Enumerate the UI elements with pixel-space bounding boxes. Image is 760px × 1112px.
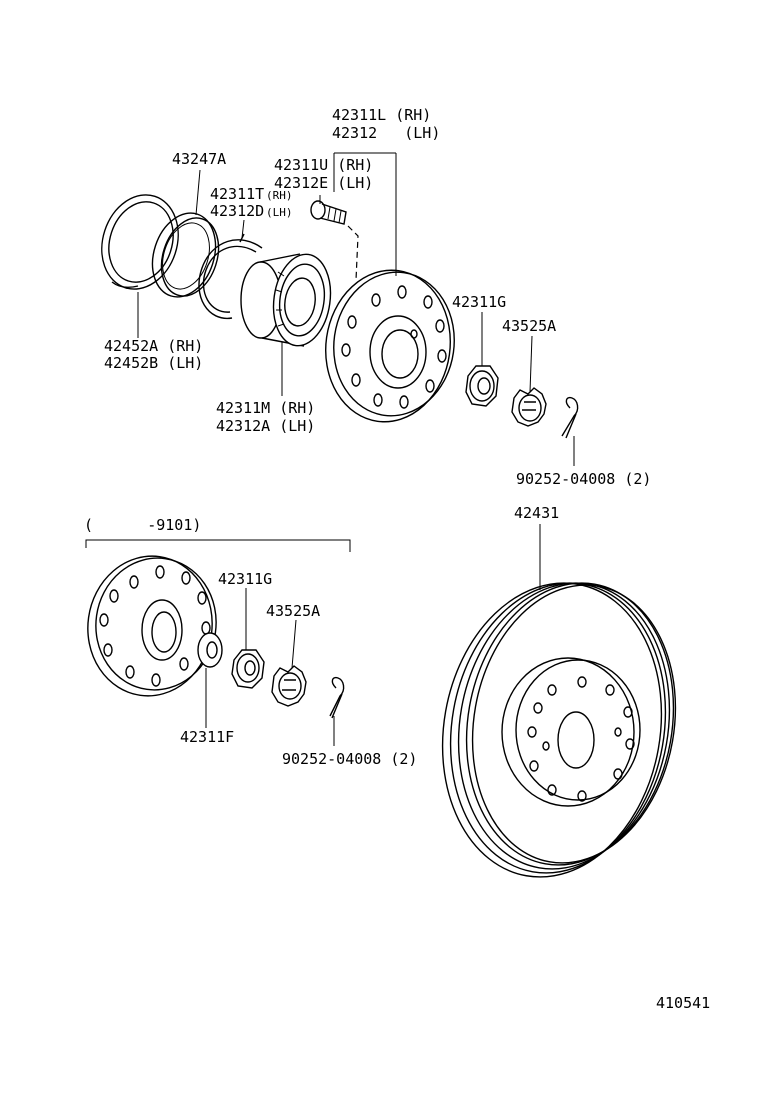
axle-hub-part <box>324 269 455 423</box>
disc-label: 42431 <box>514 504 559 522</box>
washer-part <box>197 632 223 668</box>
seal-part <box>151 212 220 298</box>
nut-bottom-label: 42311G <box>218 570 272 588</box>
hub-bolt-part <box>310 200 347 225</box>
pin-bottom-label: 90252-04008 (2) <box>282 750 417 768</box>
nut-top-label: 42311G <box>452 293 506 311</box>
ring-rh-suffix-label: (RH) <box>266 189 293 202</box>
period-bracket <box>85 539 351 552</box>
cotter-pin-top-part <box>561 396 579 439</box>
hub-lh-label: 42312 (LH) <box>332 124 440 142</box>
hub-rh-label: 42311L (RH) <box>332 106 431 124</box>
ring-rh-label: 42311T <box>210 185 264 203</box>
bolt-leader-dashed <box>347 225 359 281</box>
axle-hub-early-part <box>87 555 217 697</box>
snap-ring-part <box>198 233 263 320</box>
pin-top-label: 90252-04008 (2) <box>516 470 651 488</box>
cotter-pin-bottom-part <box>329 676 345 719</box>
ring-lh-suffix-label: (LH) <box>266 206 293 219</box>
lock-bottom-label: 43525A <box>266 602 320 620</box>
bearing-part <box>240 253 332 347</box>
washer-label: 42311F <box>180 728 234 746</box>
hub-nut-top-part <box>465 365 499 407</box>
bearing-rh-label: 42311M (RH) <box>216 399 315 417</box>
shield-rh-label: 42452A (RH) <box>104 337 203 355</box>
seal-label: 43247A <box>172 150 226 168</box>
ring-lh-label: 42312D <box>210 202 264 220</box>
bottom-leader-lines <box>205 588 335 746</box>
brake-disc-part <box>441 582 677 878</box>
lock-top-label: 43525A <box>502 317 556 335</box>
period-label: ( -9101) <box>84 516 201 534</box>
hub-nut-bottom-part <box>231 649 265 689</box>
bolt-rh-label: 42311U (RH) <box>274 156 373 174</box>
shield-lh-label: 42452B (LH) <box>104 354 203 372</box>
dust-shield-part <box>101 194 179 290</box>
lock-cap-top-part <box>511 387 547 427</box>
bolt-lh-label: 42312E (LH) <box>274 174 373 192</box>
top-leader-lines <box>137 152 575 466</box>
bearing-lh-label: 42312A (LH) <box>216 417 315 435</box>
lock-cap-bottom-part <box>271 665 307 707</box>
drawing-number-label: 410541 <box>656 994 710 1012</box>
